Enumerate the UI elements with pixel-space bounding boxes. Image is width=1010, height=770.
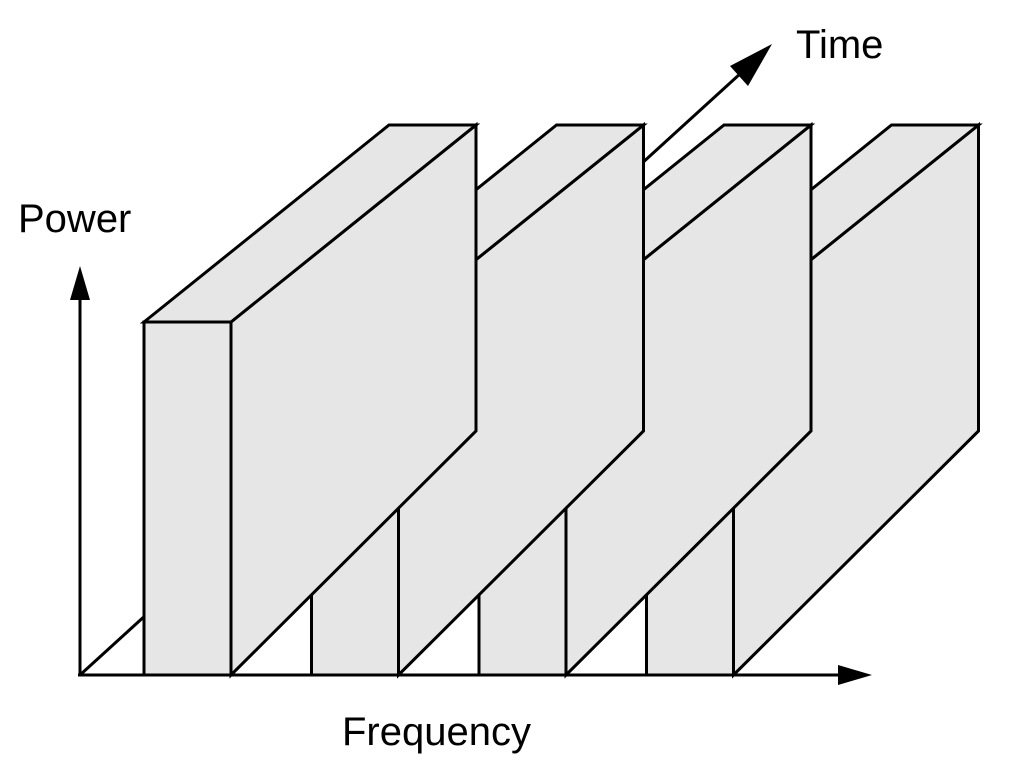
slab-front-face — [142, 320, 233, 677]
frequency-axis-arrow-icon — [838, 665, 872, 685]
power-axis-label: Power — [18, 197, 131, 241]
frequency-slab — [139, 121, 481, 679]
time-axis-arrow-icon — [730, 44, 772, 86]
frequency-axis-label: Frequency — [342, 710, 531, 754]
frequency-slabs — [139, 121, 983, 679]
time-axis-label: Time — [796, 23, 883, 67]
power-axis-arrow-icon — [70, 266, 90, 300]
